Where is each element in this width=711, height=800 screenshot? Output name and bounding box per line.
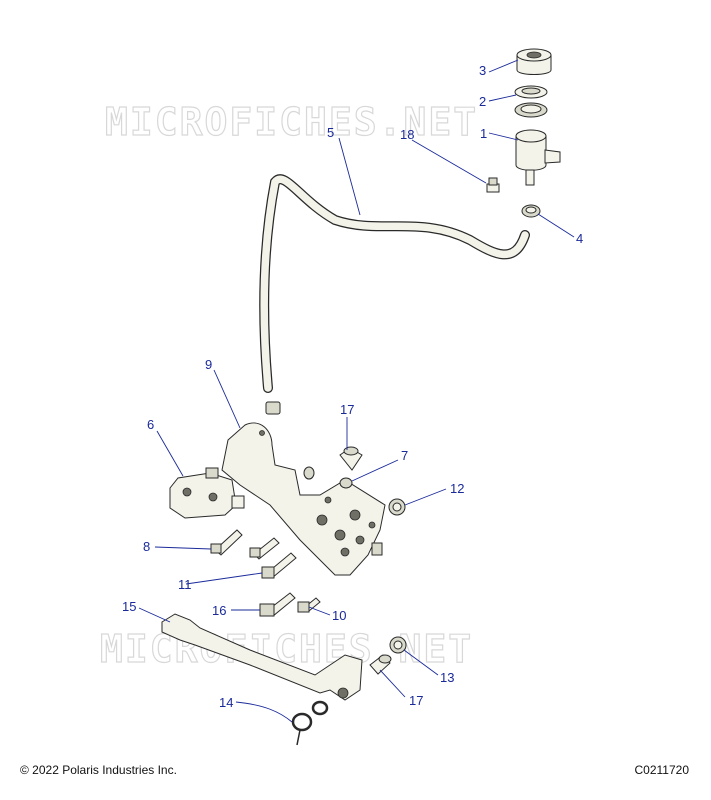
callout-5: 5 — [327, 125, 334, 140]
reservoir-cap — [516, 48, 552, 75]
callout-4: 4 — [576, 231, 583, 246]
leader-lines — [138, 59, 575, 723]
copyright-text: © 2022 Polaris Industries Inc. — [20, 763, 177, 777]
callout-9: 9 — [205, 357, 212, 372]
callout-14: 14 — [219, 695, 233, 710]
callout-labels: 3 2 1 5 18 4 9 6 17 7 12 8 11 16 10 15 1… — [122, 63, 583, 710]
hose-clamp-lower — [265, 401, 281, 415]
callout-7: 7 — [401, 448, 408, 463]
callout-13: 13 — [440, 670, 454, 685]
callout-18: 18 — [400, 127, 414, 142]
callout-12: 12 — [450, 481, 464, 496]
callout-2: 2 — [479, 94, 486, 109]
reservoir-diaphragm — [514, 85, 548, 99]
callout-8: 8 — [143, 539, 150, 554]
callout-17-upper: 17 — [340, 402, 354, 417]
callout-10: 10 — [332, 608, 346, 623]
pedal-bracket — [221, 422, 386, 576]
callout-16: 16 — [212, 603, 226, 618]
bushing-lower — [369, 654, 392, 675]
hose — [259, 174, 530, 393]
callout-11: 11 — [178, 577, 192, 592]
drawing-id: C0211720 — [634, 763, 690, 777]
nut-13 — [389, 636, 407, 654]
hose-clamp — [521, 204, 541, 218]
callout-6: 6 — [147, 417, 154, 432]
watermark-top: MICROFICHES.NET — [105, 100, 478, 144]
callout-15: 15 — [122, 599, 136, 614]
nut-7 — [339, 477, 353, 489]
bolt-11-b — [261, 552, 297, 579]
bolt-10 — [297, 597, 321, 613]
return-spring — [291, 700, 329, 746]
callout-17-lower: 17 — [409, 693, 423, 708]
nut-bracket — [303, 466, 315, 480]
screw-18 — [486, 177, 500, 193]
callout-3: 3 — [479, 63, 486, 78]
bolt-11-a — [249, 537, 280, 560]
brake-pedal-arm — [161, 613, 363, 701]
callout-1: 1 — [480, 126, 487, 141]
nut-12 — [388, 498, 406, 516]
master-cylinder — [169, 467, 245, 519]
bolt-16 — [259, 592, 296, 617]
reservoir-body — [515, 129, 561, 186]
bushing-upper — [339, 446, 363, 471]
bolt-8 — [210, 529, 243, 556]
reservoir-ring — [514, 102, 548, 118]
